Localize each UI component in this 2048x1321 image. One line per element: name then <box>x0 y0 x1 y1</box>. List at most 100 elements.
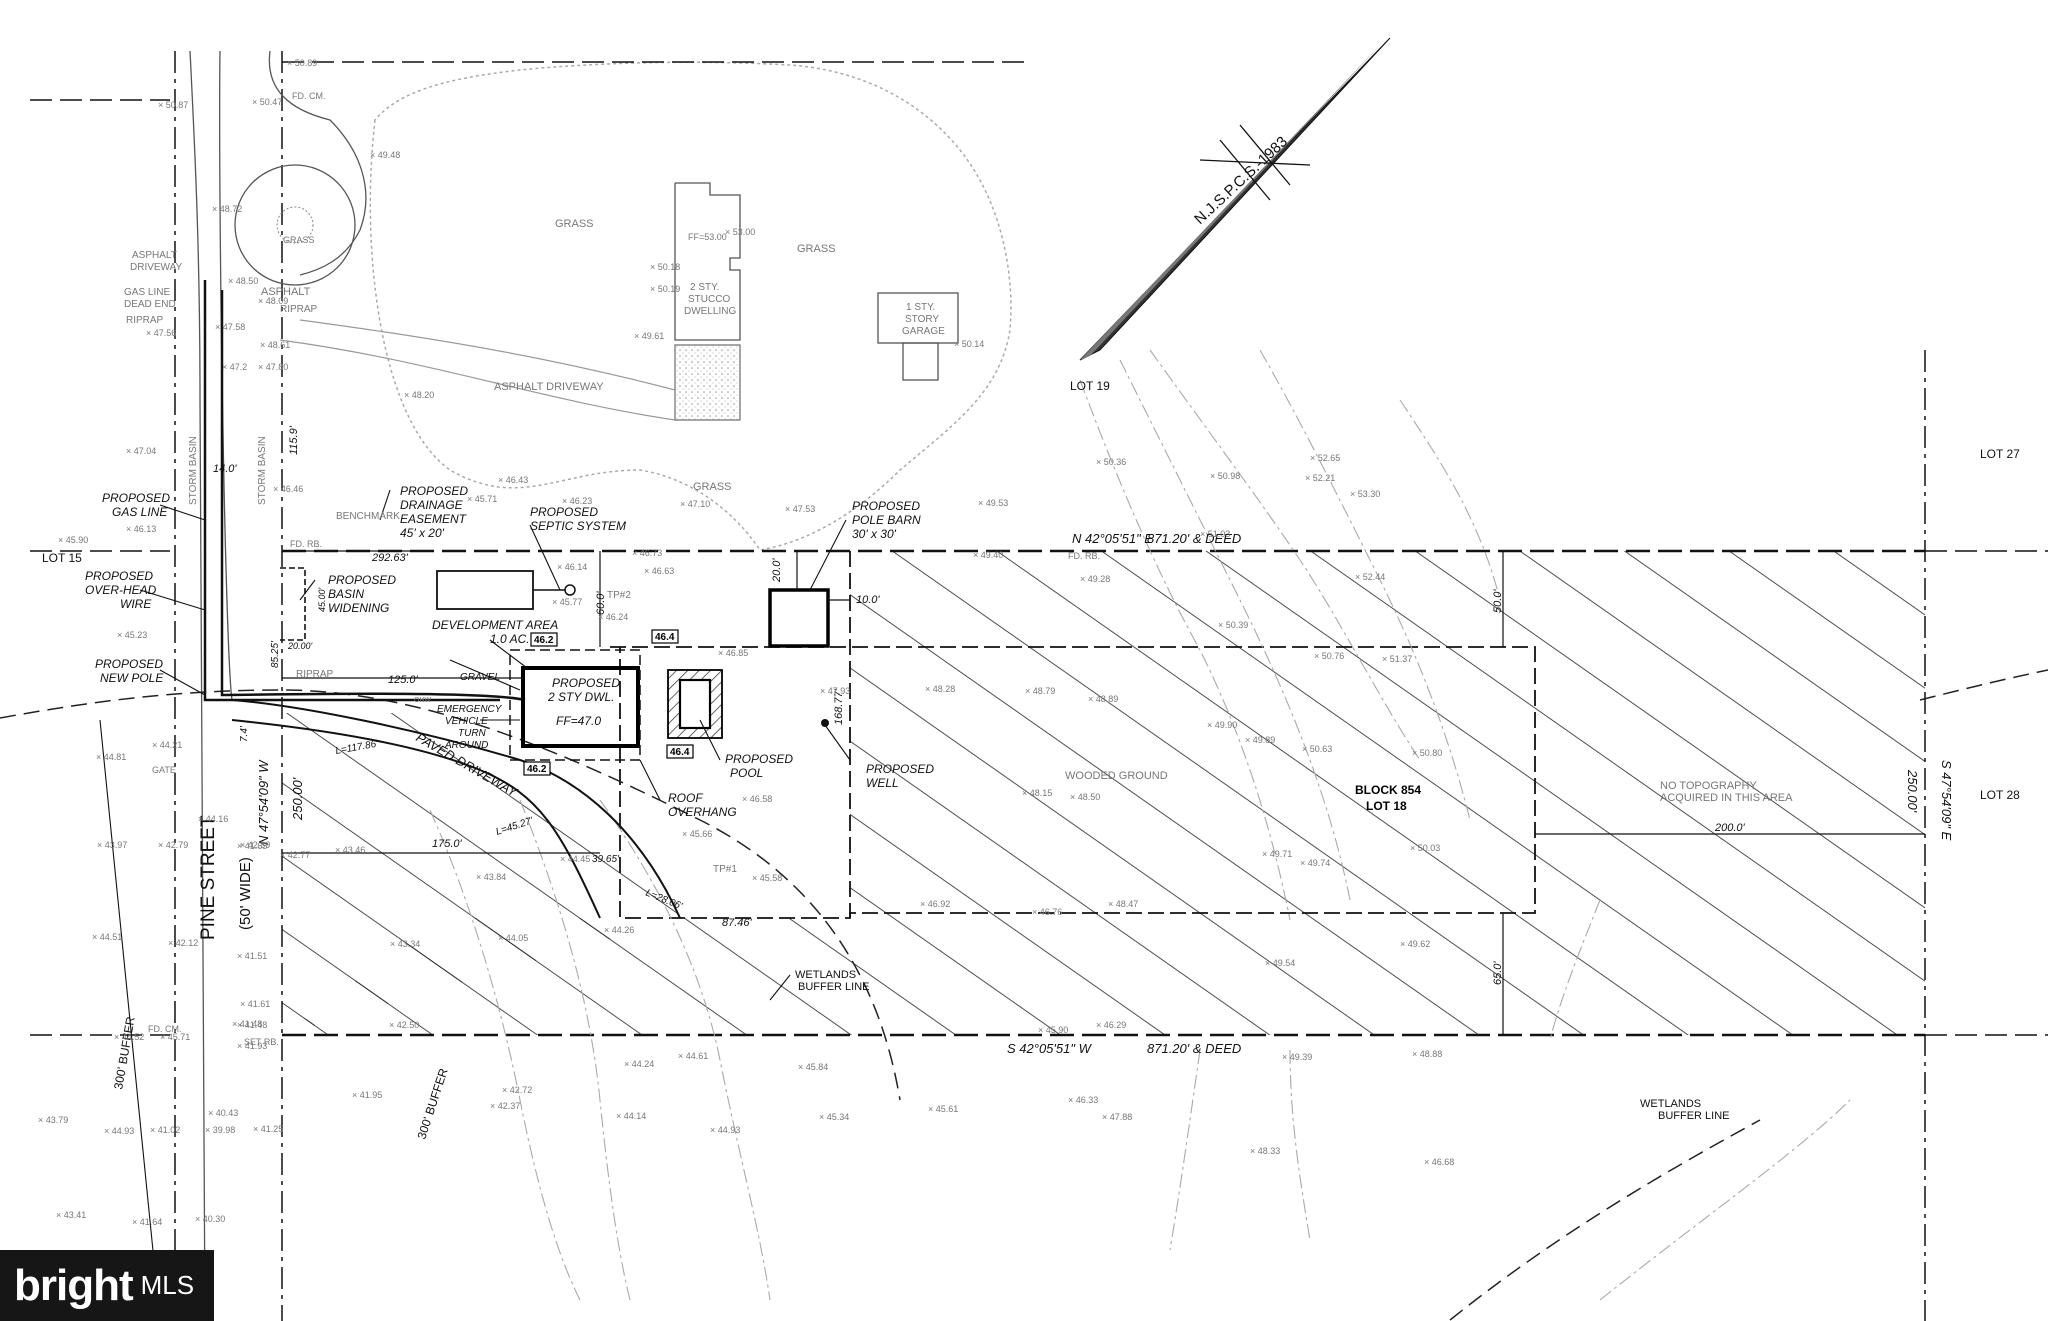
spot-elevation: × 49.48 <box>370 150 400 160</box>
benchmark-label: BENCHMARK <box>336 511 400 522</box>
spot-elevation: × 46.73 <box>632 548 662 558</box>
ohw-label: OHW <box>414 697 432 704</box>
roof-label-2: OVERHANG <box>668 805 737 819</box>
spot-elevation: × 46.63 <box>644 566 674 576</box>
spot-elevation: × 49.74 <box>1300 858 1330 868</box>
spot-elevation: × 50.14 <box>954 339 984 349</box>
buffer-lines <box>0 669 2048 1321</box>
drainage-label-3: EASEMENT <box>400 512 468 526</box>
spot-elevation: × 44.61 <box>678 1051 708 1061</box>
spot-elevation: × 46.23 <box>562 496 592 506</box>
spot-elevation: × 49.53 <box>978 498 1008 508</box>
spot-elevation: × 45.71 <box>467 494 497 504</box>
spot-elevation: × 45.84 <box>798 1062 828 1072</box>
spot-elevation: × 44.93 <box>710 1125 740 1135</box>
spot-elevation: × 41.48 <box>237 1020 267 1030</box>
spot-elevation: × 44.05 <box>498 933 528 943</box>
spot-elevation: × 42.77 <box>280 850 310 860</box>
spot-elevation: × 46.13 <box>126 524 156 534</box>
bearing-south: S 42°05'51" W <box>1007 1041 1093 1056</box>
dim-175: 175.0' <box>432 838 463 850</box>
dim-200: 200.0' <box>1714 822 1746 834</box>
spot-elevation: × 44.14 <box>616 1111 646 1121</box>
spot-elevation: × 45.90 <box>1038 1025 1068 1035</box>
exist-dwelling-ff: FF=53.00 <box>688 232 727 242</box>
spot-elevation: × 43.79 <box>38 1115 68 1125</box>
spot-elevation: × 49.39 <box>1282 1052 1312 1062</box>
spot-elevation: × 45.77 <box>552 597 582 607</box>
gas-line-label-1: PROPOSED <box>102 491 170 505</box>
spot-elevation: × 45.34 <box>819 1112 849 1122</box>
emergency-label-1: EMERGENCY <box>437 704 503 715</box>
basin-widening <box>280 567 306 641</box>
no-topo-2: ACQUIRED IN THIS AREA <box>1660 792 1793 804</box>
spot-elevation: × 43.34 <box>390 939 420 949</box>
spot-elevation: × 48.28 <box>925 684 955 694</box>
fd-cm-label-1: FD. CM. <box>292 91 326 101</box>
no-topo-1: NO TOPOGRAPHY <box>1660 780 1757 792</box>
gate-label: GATE <box>152 765 176 775</box>
overhead-label-2: OVER-HEAD <box>85 583 157 597</box>
riprap-label-1: RIPRAP <box>126 315 164 326</box>
dim-20: 20.00' <box>287 641 313 651</box>
dim-85: 85.25' <box>270 640 281 668</box>
spot-elevation: × 50.39 <box>1218 620 1248 630</box>
exist-dwelling-2: STUCCO <box>688 294 730 305</box>
spot-elevation: × 45.90 <box>58 535 88 545</box>
spot-elevation: × 51.37 <box>1382 654 1412 664</box>
tp2-label: TP#2 <box>607 590 631 601</box>
spot-elevation: × 46.58 <box>742 794 772 804</box>
spot-elevation: × 46.46 <box>273 484 303 494</box>
spot-elevation: × 52.21 <box>1305 473 1335 483</box>
bearing-east-dist: 250.00' <box>1905 769 1920 813</box>
spot-elevation: × 48.15 <box>1022 788 1052 798</box>
riprap-label-2: RIPRAP <box>280 304 318 315</box>
wetlands-2-line2: BUFFER LINE <box>1658 1110 1730 1122</box>
spot-elevation: × 42.72 <box>502 1085 532 1095</box>
asphalt-driveway-label: ASPHALT DRIVEWAY <box>494 381 604 393</box>
septic-tank-icon <box>564 584 576 596</box>
pole-barn-label-3: 30' x 30' <box>852 527 897 541</box>
new-pole-label-2: NEW POLE <box>100 671 164 685</box>
basin-label-1: PROPOSED <box>328 573 396 587</box>
spot-elevation: × 43.84 <box>476 872 506 882</box>
riprap-label-3: RIPRAP <box>296 669 334 680</box>
development-area <box>610 551 1536 919</box>
spot-elevation: × 50.89 <box>287 58 317 68</box>
spot-elevation: × 42.37 <box>490 1101 520 1111</box>
fd-rb-label-2: FD. RB. <box>1068 551 1100 561</box>
garage-1: 1 STY. <box>906 302 935 313</box>
spot-elevation: × 46.14 <box>557 562 587 572</box>
lot19-label: LOT 19 <box>1070 379 1110 393</box>
asphalt-left-1: ASPHALT <box>132 250 177 261</box>
spot-elevation: × 42.79 <box>158 840 188 850</box>
spot-elevation: × 46.76 <box>1032 907 1062 917</box>
spot-elevation: × 49.71 <box>1262 849 1292 859</box>
fd-rb-label-1: FD. RB. <box>290 539 322 549</box>
dim-115: 115.9' <box>288 425 300 455</box>
elev-box-4: 46.2 <box>527 764 547 775</box>
gas-line-label-2: GAS LINE <box>112 505 168 519</box>
spot-elevation: × 46.24 <box>598 612 628 622</box>
north-arrow-icon <box>1079 37 1391 361</box>
dev-area-label-2: 1.0 AC. <box>490 632 530 646</box>
spot-elevation: × 41.93 <box>237 1041 267 1051</box>
spot-elevation: × 44.45 <box>560 854 590 864</box>
spot-elevation: × 47.80 <box>258 362 288 372</box>
spot-elevation: × 50.98 <box>1210 471 1240 481</box>
existing-dwelling <box>674 182 959 421</box>
dim-125: 125.0' <box>388 674 419 686</box>
roof-label-1: ROOF <box>668 791 703 805</box>
spot-elevation: × 48.72 <box>212 204 242 214</box>
spot-elevation: × 45.66 <box>682 829 712 839</box>
emergency-label-3: TURN <box>458 728 487 739</box>
spot-elevation: × 50.76 <box>1314 651 1344 661</box>
spot-elevation: × 41.65 <box>237 841 267 851</box>
garage-2: STORY <box>905 314 939 325</box>
spot-elevation: × 41.48 <box>232 1019 262 1029</box>
pole-barn-label-1: PROPOSED <box>852 499 920 513</box>
spot-elevation: × 46.68 <box>1424 1157 1454 1167</box>
spot-elevation: × 44.16 <box>198 814 228 824</box>
spot-elevation: × 48.50 <box>1070 792 1100 802</box>
